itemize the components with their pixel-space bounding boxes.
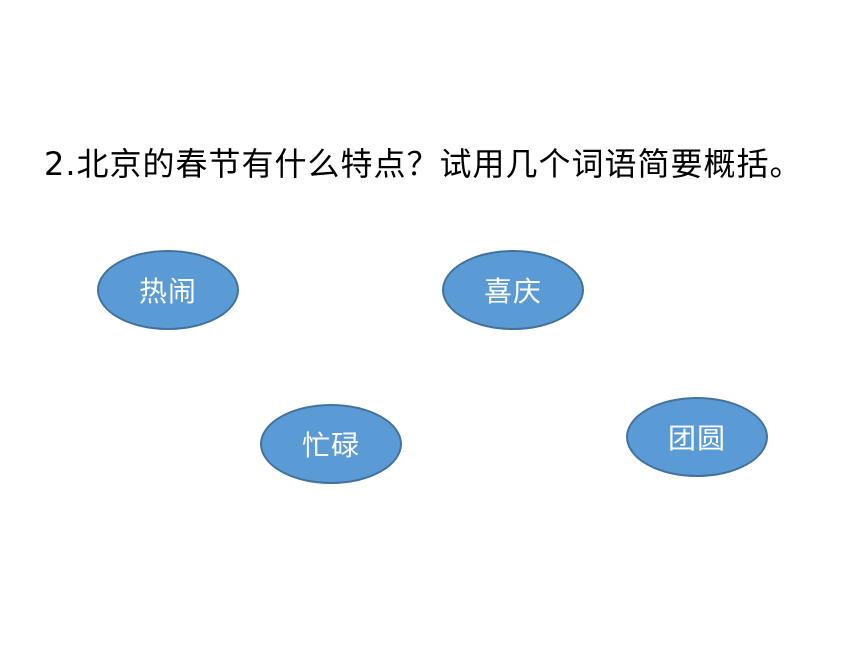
keyword-label: 团圆	[667, 422, 726, 455]
question-text: 2.北京的春节有什么特点？试用几个词语简要概括。	[44, 145, 803, 183]
keyword-ellipse-tuanyuan: 团圆	[626, 397, 768, 477]
keyword-ellipse-manglu: 忙碌	[260, 404, 402, 484]
keyword-ellipse-renao: 热闹	[97, 250, 239, 330]
keyword-ellipse-xiqing: 喜庆	[442, 250, 584, 330]
keyword-label: 喜庆	[483, 275, 542, 308]
keyword-label: 热闹	[138, 275, 197, 308]
keyword-label: 忙碌	[301, 429, 360, 462]
